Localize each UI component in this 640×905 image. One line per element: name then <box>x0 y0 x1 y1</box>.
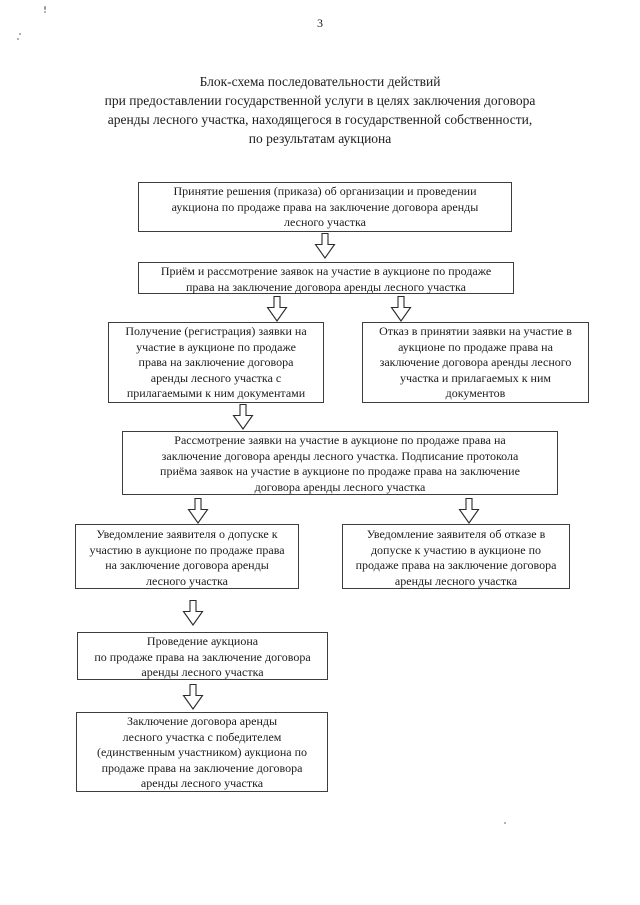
flow-arrow-down-icon <box>314 233 336 259</box>
page-number: 3 <box>317 16 323 30</box>
flow-node-notify-refusal: Уведомление заявителя об отказе в допуск… <box>342 524 570 589</box>
flow-arrow-down-icon <box>187 498 209 524</box>
flow-node-refuse-application: Отказ в принятии заявки на участие в аук… <box>362 322 589 403</box>
page-title: Блок-схема последовательности действий п… <box>104 74 536 146</box>
scan-speckle <box>44 6 46 10</box>
scan-speckle <box>44 11 46 13</box>
flow-node-conclude-contract: Заключение договора аренды лесного участ… <box>76 712 328 792</box>
scan-speckle <box>17 38 19 40</box>
flow-node-conduct-auction: Проведение аукциона по продаже права на … <box>77 632 328 680</box>
flow-arrow-down-icon <box>458 498 480 524</box>
flow-arrow-down-icon <box>232 404 254 430</box>
flow-arrow-down-icon <box>182 684 204 710</box>
flow-node-review-sign-protocol: Рассмотрение заявки на участие в аукцион… <box>122 431 558 495</box>
flow-node-decision-order: Принятие решения (приказа) об организаци… <box>138 182 512 232</box>
scan-speckle <box>504 822 506 824</box>
flow-node-accept-review-applications: Приём и рассмотрение заявок на участие в… <box>138 262 514 294</box>
flow-arrow-down-icon <box>182 600 204 626</box>
scan-speckle <box>19 33 21 35</box>
flow-arrow-down-icon <box>390 296 412 322</box>
flow-node-notify-admission: Уведомление заявителя о допуске к участи… <box>75 524 299 589</box>
flow-node-register-application: Получение (регистрация) заявки на участи… <box>108 322 324 403</box>
flow-arrow-down-icon <box>266 296 288 322</box>
